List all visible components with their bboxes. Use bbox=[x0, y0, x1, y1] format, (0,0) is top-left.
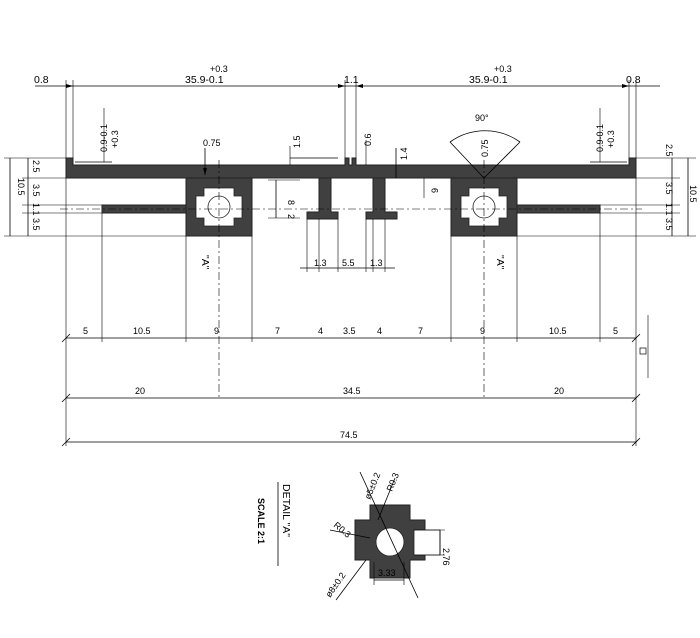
detail-mark-right: "A" bbox=[494, 255, 506, 270]
side-left-dimensions: 10.5 2.5 3.5 1.1 3.5 bbox=[4, 157, 186, 237]
radius-left: 0.75 bbox=[203, 138, 221, 148]
pitch-left: 1.3 bbox=[314, 258, 327, 268]
slot-right-val: 0.9-0.1 bbox=[595, 124, 605, 152]
angle-90: 90° bbox=[475, 113, 489, 123]
top-right-gap: 0.8 bbox=[626, 74, 641, 86]
row1-6: 4 bbox=[377, 326, 382, 336]
side-right-dimensions: 2.5 3.5 1.1 3.5 10.5 bbox=[517, 144, 698, 237]
detail-a: DETAIL "A" SCALE 2:1 ø5±0.2 R0.3 R0.3 ø8… bbox=[256, 471, 451, 601]
row1-4: 4 bbox=[318, 326, 323, 336]
top-right-span: 35.9-0.1 bbox=[469, 74, 508, 86]
radius-right: 0.75 bbox=[480, 139, 490, 157]
left-overall: 10.5 bbox=[16, 178, 26, 196]
top-left-gap: 0.8 bbox=[34, 74, 49, 86]
detail-dia-top: ø5±0.2 bbox=[363, 471, 383, 501]
profile-section bbox=[60, 157, 642, 400]
tick-marks bbox=[61, 333, 641, 447]
detail-bore bbox=[375, 527, 405, 557]
row1-3: 7 bbox=[275, 326, 280, 336]
top-left-span: 35.9-0.1 bbox=[185, 74, 224, 86]
detail-r-top: R0.3 bbox=[385, 471, 401, 492]
detail-scale: SCALE 2:1 bbox=[256, 498, 266, 544]
detail-mark-left: "A" bbox=[199, 255, 211, 270]
dim-0-6: 0.6 bbox=[363, 133, 373, 146]
slot-left-val: 0.9-0.1 bbox=[99, 124, 109, 152]
right-1-1: 1.1 bbox=[664, 203, 674, 216]
row2-0: 20 bbox=[135, 386, 145, 396]
pitch-mid: 5.5 bbox=[342, 258, 355, 268]
row1-10: 5 bbox=[613, 326, 618, 336]
right-3-5b: 3.5 bbox=[664, 218, 674, 231]
left-2-5: 2.5 bbox=[31, 160, 41, 173]
detail-width: 3.33 bbox=[378, 568, 396, 578]
top-right-tol: +0.3 bbox=[494, 64, 512, 74]
right-3-5a: 3.5 bbox=[664, 182, 674, 195]
right-2-5: 2.5 bbox=[664, 144, 674, 157]
top-left-tol: +0.3 bbox=[210, 64, 228, 74]
dim-1-5: 1.5 bbox=[292, 135, 302, 148]
slot-dimensions: +0.3 0.9-0.1 +0.3 0.9-0.1 bbox=[75, 108, 627, 163]
row2-1: 34.5 bbox=[343, 386, 361, 396]
dim-2: 2 bbox=[286, 214, 296, 219]
right-overall: 10.5 bbox=[688, 185, 698, 203]
left-3-5b: 3.5 bbox=[31, 218, 41, 231]
left-3-5a: 3.5 bbox=[31, 184, 41, 197]
top-plate bbox=[65, 157, 637, 179]
top-center-gap: 1.1 bbox=[344, 74, 359, 86]
center-stem-right bbox=[365, 177, 398, 220]
detail-title: DETAIL "A" bbox=[280, 484, 292, 537]
top-dimensions: 0.8 +0.3 35.9-0.1 1.1 +0.3 35.9-0.1 0.8 bbox=[34, 64, 660, 158]
detail-height: 2.76 bbox=[441, 548, 451, 566]
row1-2: 9 bbox=[214, 326, 219, 336]
slot-right-tol: +0.3 bbox=[606, 130, 616, 148]
center-stem-left bbox=[306, 177, 339, 220]
dim-8: 8 bbox=[286, 200, 296, 205]
dim-9: 9 bbox=[430, 188, 440, 193]
dim-1-4: 1.4 bbox=[399, 147, 409, 160]
row1-8: 9 bbox=[480, 326, 485, 336]
row2-2: 20 bbox=[554, 386, 564, 396]
feature-dimensions: 0.75 1.5 0.6 1.4 90° 0.75 9 8 2 bbox=[203, 113, 521, 219]
slot-left-tol: +0.3 bbox=[110, 130, 120, 148]
row1-0: 5 bbox=[83, 326, 88, 336]
row1-7: 7 bbox=[418, 326, 423, 336]
row1-9: 10.5 bbox=[549, 326, 567, 336]
row1-1: 10.5 bbox=[133, 326, 151, 336]
left-1-1: 1.1 bbox=[31, 203, 41, 216]
total-width: 74.5 bbox=[340, 430, 358, 440]
slot-pitch-dimensions: 1.3 5.5 1.3 "A" "A" bbox=[199, 219, 506, 272]
dimension-chains: 5 10.5 9 7 4 3.5 4 7 9 10.5 5 20 34.5 20… bbox=[61, 178, 649, 447]
detail-slot bbox=[413, 529, 441, 556]
detail-dia-bottom: ø8±0.2 bbox=[323, 571, 347, 600]
detail-r-left: R0.3 bbox=[332, 520, 353, 540]
row1-5: 3.5 bbox=[343, 326, 356, 336]
pitch-right: 1.3 bbox=[370, 258, 383, 268]
